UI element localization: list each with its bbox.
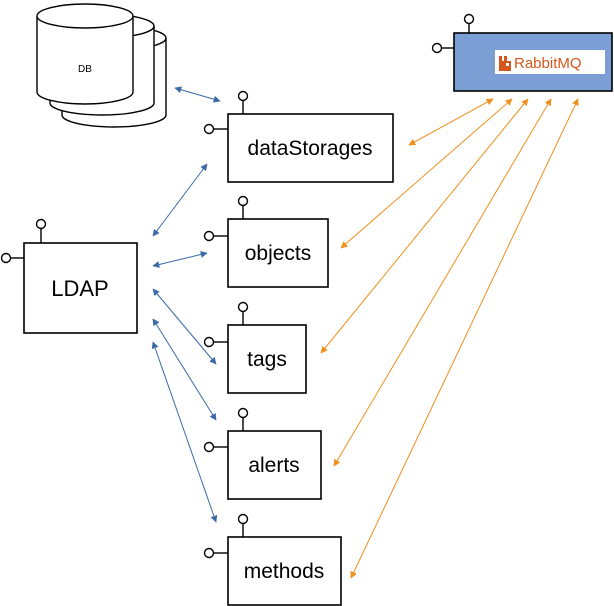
service-node-tags[interactable]: tags <box>203 301 307 394</box>
service-node-methods[interactable]: methods <box>203 513 342 606</box>
rabbitmq-logo-plate <box>495 50 605 74</box>
service-node-dataStorages[interactable]: dataStorages <box>203 90 394 183</box>
rabbitmq-label: RabbitMQ <box>514 55 582 72</box>
interface-port-icon <box>203 336 215 348</box>
ldap-to-objects-arrow <box>152 251 208 268</box>
interface-port-icon <box>237 195 249 207</box>
service-label-methods: methods <box>244 560 325 583</box>
interface-port-icon <box>463 13 475 25</box>
interface-port-icon <box>237 407 249 419</box>
service-label-tags: tags <box>247 348 287 371</box>
interface-port-icon <box>203 123 215 135</box>
ldap-to-tags-arrow <box>152 288 217 365</box>
db-label: DB <box>78 64 92 75</box>
interface-port-icon <box>203 441 215 453</box>
rabbitmq-logo-icon <box>499 56 511 71</box>
database-stack-icon: DB <box>36 3 167 128</box>
ldap-links <box>151 86 221 523</box>
service-node-objects[interactable]: objects <box>203 195 329 288</box>
broker-links <box>320 98 579 579</box>
interface-port-icon <box>237 90 249 102</box>
ldap-label: LDAP <box>51 276 108 301</box>
ldap-to-dataStorages-arrow <box>152 163 208 237</box>
ldap-to-methods-arrow <box>151 341 218 523</box>
interface-port-icon <box>237 513 249 525</box>
interface-port-icon <box>35 218 47 230</box>
rabbitmq-node[interactable]: RabbitMQ <box>431 13 613 92</box>
rabbitmq-to-methods-arrow <box>350 98 579 579</box>
service-node-alerts[interactable]: alerts <box>203 407 322 500</box>
service-label-alerts: alerts <box>248 454 299 477</box>
rabbitmq-to-dataStorages-arrow <box>408 98 494 146</box>
interface-port-icon <box>0 252 12 264</box>
db-cylinder-front <box>36 3 134 105</box>
interface-port-icon <box>431 42 443 54</box>
interface-port-icon <box>237 301 249 313</box>
interface-port-icon <box>203 547 215 559</box>
ldap-node[interactable]: LDAP <box>0 218 138 334</box>
ldap-box <box>23 242 138 334</box>
interface-port-icon <box>203 230 215 242</box>
db-to-dataStorages-arrow <box>174 86 221 103</box>
service-label-objects: objects <box>245 242 312 265</box>
service-label-dataStorages: dataStorages <box>248 137 373 160</box>
